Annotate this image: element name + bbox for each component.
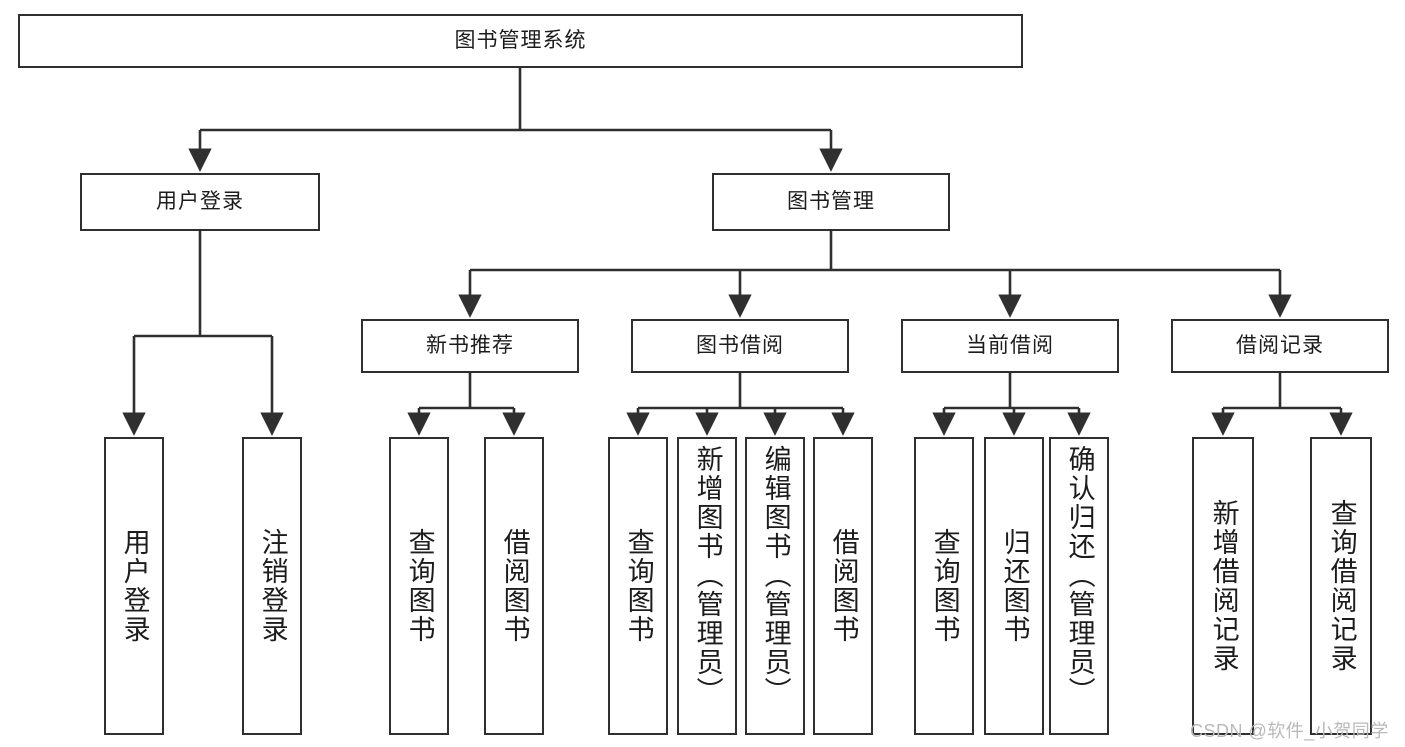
leaf-add-borrow-record[interactable]: 新增借阅记录 [1192,437,1254,735]
leaf-label: 查询图书 [404,528,435,644]
node-root-label: 图书管理系统 [454,29,587,53]
leaf-return-book[interactable]: 归还图书 [984,437,1044,735]
node-book-management-label: 图书管理 [787,190,875,214]
leaf-confirm-return-admin[interactable]: 确认归还（管理员） [1049,437,1109,735]
leaf-user-login[interactable]: 用户登录 [104,437,164,735]
leaf-label: 查询图书 [623,528,654,644]
csdn-watermark: CSDN @软件_小贺同学 [1190,721,1389,741]
node-current-borrow-label: 当前借阅 [966,334,1054,358]
leaf-borrow-book-recommend[interactable]: 借阅图书 [484,437,544,735]
node-new-book-recommend-label: 新书推荐 [426,334,514,358]
node-book-borrow-label: 图书借阅 [696,334,784,358]
leaf-query-book-recommend[interactable]: 查询图书 [389,437,449,735]
leaf-edit-book-admin[interactable]: 编辑图书（管理员） [745,437,805,735]
node-book-borrow[interactable]: 图书借阅 [631,319,849,373]
leaf-label: 新增借阅记录 [1208,499,1239,673]
leaf-label: 归还图书 [999,528,1030,644]
node-book-management[interactable]: 图书管理 [712,173,950,231]
leaf-borrow-book[interactable]: 借阅图书 [813,437,873,735]
leaf-label: 编辑图书（管理员） [760,445,791,706]
leaf-label: 查询借阅记录 [1326,499,1357,673]
leaf-add-book-admin[interactable]: 新增图书（管理员） [677,437,737,735]
leaf-label: 查询图书 [929,528,960,644]
leaf-query-borrow-record[interactable]: 查询借阅记录 [1310,437,1372,735]
leaf-label: 确认归还（管理员） [1064,445,1095,706]
leaf-logout[interactable]: 注销登录 [242,437,302,735]
node-current-borrow[interactable]: 当前借阅 [901,319,1119,373]
node-new-book-recommend[interactable]: 新书推荐 [361,319,579,373]
leaf-query-book-current[interactable]: 查询图书 [914,437,974,735]
leaf-label: 注销登录 [257,528,288,644]
node-root[interactable]: 图书管理系统 [18,14,1023,68]
leaf-label: 用户登录 [119,528,150,644]
node-borrow-record[interactable]: 借阅记录 [1171,319,1389,373]
leaf-query-book-borrow[interactable]: 查询图书 [608,437,668,735]
leaf-label: 新增图书（管理员） [692,445,723,706]
node-borrow-record-label: 借阅记录 [1236,334,1324,358]
node-user-login[interactable]: 用户登录 [80,173,320,231]
node-user-login-label: 用户登录 [156,190,244,214]
leaf-label: 借阅图书 [828,528,859,644]
leaf-label: 借阅图书 [499,528,530,644]
